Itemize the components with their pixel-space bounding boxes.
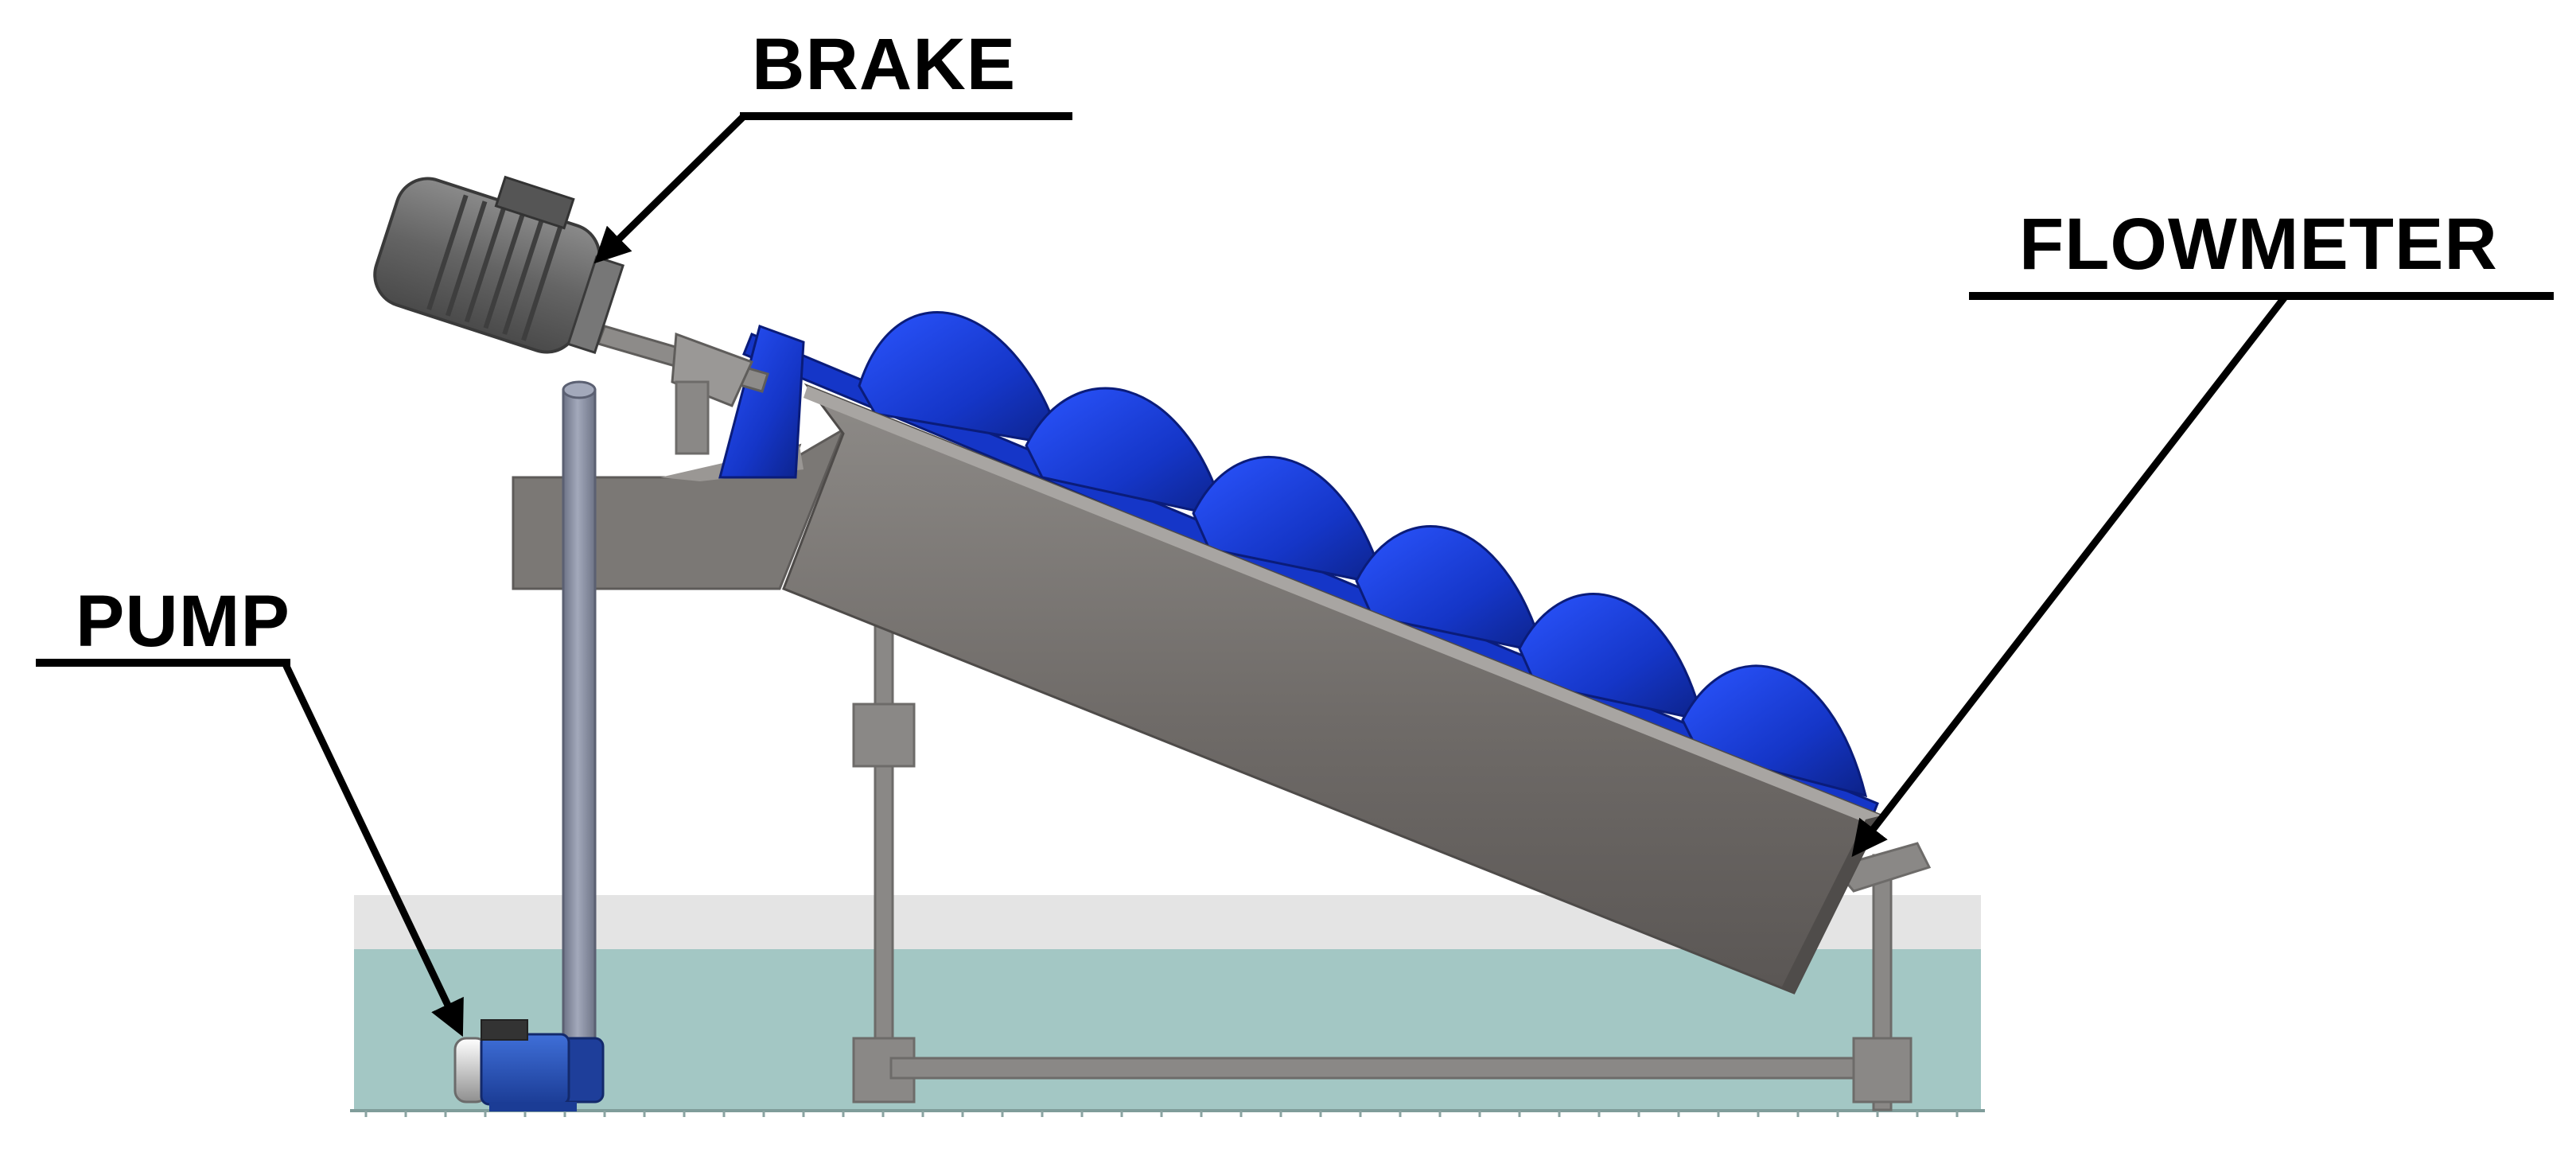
pump-base [489, 1102, 577, 1111]
coupling-bracket [675, 380, 710, 455]
callout-pump: PUMP [36, 581, 464, 1037]
motor-cooling-fins [426, 194, 563, 341]
callout-flowmeter-label: FLOWMETER [2019, 204, 2498, 285]
frame-base-beam [889, 1057, 1867, 1080]
tank-water-region [354, 949, 1981, 1111]
pump [453, 1019, 577, 1111]
callout-pump-label: PUMP [76, 581, 290, 662]
callout-brake: BRAKE [593, 24, 1072, 264]
frame-left-post-plate-upper [852, 703, 916, 768]
pump-motor-body [480, 1033, 570, 1106]
auger-blade-6 [1681, 664, 1868, 798]
frame-right-post-plate [1852, 1037, 1913, 1104]
pump-terminal-box [481, 1019, 528, 1041]
brake-motor [373, 175, 625, 355]
callout-flowmeter-leader-arrow [1851, 294, 2289, 858]
callout-brake-label: BRAKE [752, 24, 1016, 105]
return-pipe [555, 380, 605, 1104]
auger-inlet-hub [718, 325, 805, 479]
callout-flowmeter: FLOWMETER [1851, 204, 2554, 858]
tank-floor-ticks [364, 1111, 1959, 1117]
motor-terminal-box [494, 175, 575, 230]
screw-trough [782, 383, 1884, 995]
callout-pump-leader-arrow [281, 661, 464, 1037]
callout-brake-leader-arrow [593, 113, 747, 264]
